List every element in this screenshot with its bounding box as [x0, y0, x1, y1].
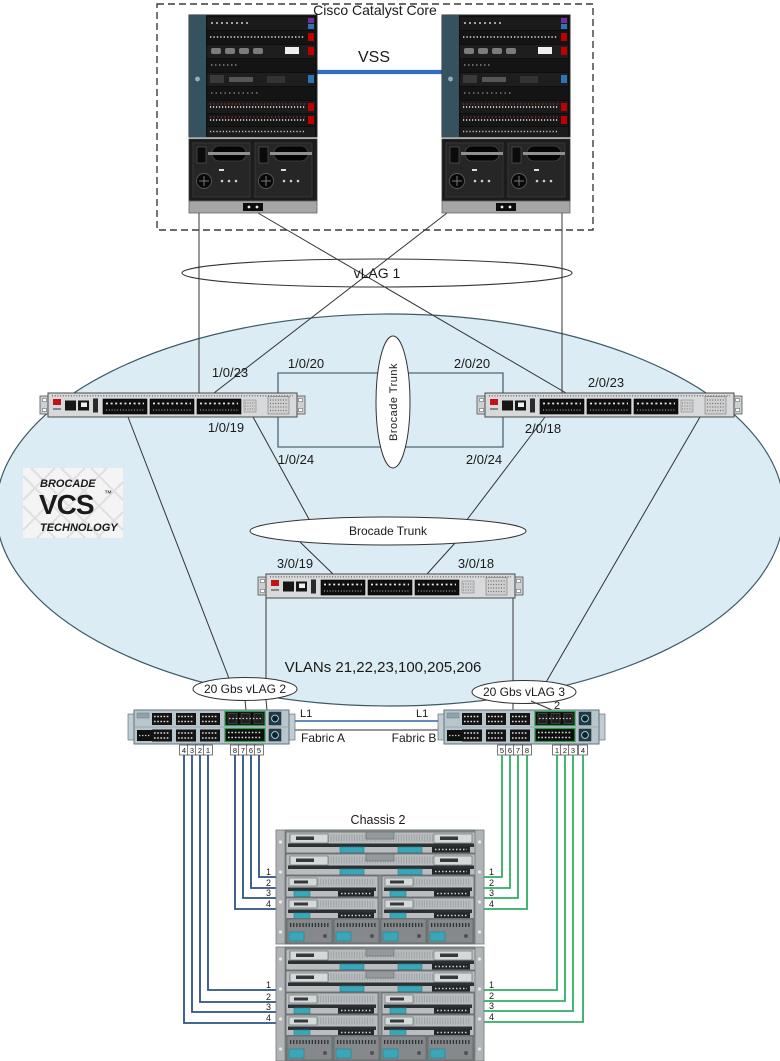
green-cables-fabric-b — [484, 755, 584, 1023]
port-label-3-0-18: 3/0/18 — [458, 556, 494, 571]
vlag-downlinks — [244, 699, 553, 711]
blade-chassis-1 — [276, 830, 484, 944]
port-label-1-0-24: 1/0/24 — [278, 452, 314, 467]
logo-vcs-text: VCS — [39, 489, 94, 520]
fabric-a-l1-label: L1 — [300, 708, 312, 720]
core-boundary-box — [156, 3, 594, 231]
port-label-2-0-18: 2/0/18 — [525, 421, 561, 436]
svg-text:2: 2 — [266, 878, 271, 888]
vss-label: VSS — [358, 49, 390, 66]
fabric-a-port-numbers: 4 3 2 1 8 7 6 5 — [179, 744, 264, 756]
trunk-diagonal-links — [127, 416, 701, 685]
vlag1-label: vLAG 1 — [354, 265, 401, 281]
svg-text:6: 6 — [508, 746, 512, 755]
fabric-b-l1-label: L1 — [416, 708, 428, 720]
svg-text:4: 4 — [489, 1012, 494, 1022]
fabric-b-port-numbers: 5 6 7 8 1 2 3 4 — [497, 744, 588, 756]
svg-text:2: 2 — [489, 878, 494, 888]
fabric-b-label: Fabric B — [392, 731, 437, 745]
blue-cables-fabric-a — [183, 755, 276, 1024]
svg-text:3: 3 — [489, 1001, 494, 1011]
core-switch-2 — [441, 14, 571, 214]
brocade-trunk-horizontal-ellipse — [249, 516, 527, 546]
svg-text:3: 3 — [266, 1002, 271, 1012]
svg-text:1: 1 — [489, 980, 494, 990]
chassis2-label: Chassis 2 — [351, 813, 406, 827]
svg-text:2: 2 — [489, 991, 494, 1001]
brocade-trunk-vertical-label: Brocade Trunk — [388, 363, 400, 441]
svg-text:3: 3 — [190, 746, 194, 755]
brocade-vcs-logo: BROCADE VCS ™ TECHNOLOGY — [22, 467, 124, 539]
svg-text:1: 1 — [489, 867, 494, 877]
svg-text:2: 2 — [563, 746, 567, 755]
blade-chassis-2 — [276, 947, 484, 1061]
svg-text:1: 1 — [266, 867, 271, 877]
port-label-1-0-23: 1/0/23 — [212, 365, 248, 380]
brocade-trunk-horizontal-label: Brocade Trunk — [349, 524, 428, 538]
vlag3-label: 20 Gbs vLAG 3 — [483, 685, 565, 699]
brocade-trunk-links-top — [277, 372, 504, 448]
svg-text:3: 3 — [266, 888, 271, 898]
port-label-2-0-23: 2/0/23 — [588, 375, 624, 390]
vlag1-ellipse — [181, 258, 573, 288]
svg-text:2: 2 — [266, 992, 271, 1002]
svg-text:3: 3 — [571, 746, 575, 755]
fabric-interconnect-b — [438, 710, 605, 744]
svg-text:7: 7 — [241, 746, 245, 755]
blade-link-numbers: 1 2 3 4 1 2 3 4 1 2 3 4 1 2 3 4 — [266, 867, 494, 1023]
logo-brocade-text: BROCADE — [40, 478, 96, 490]
svg-text:4: 4 — [266, 899, 271, 909]
port-label-1-0-20: 1/0/20 — [288, 356, 324, 371]
svg-text:4: 4 — [581, 746, 585, 755]
logo-tm-text: ™ — [104, 489, 112, 498]
svg-text:6: 6 — [249, 746, 253, 755]
svg-text:2: 2 — [198, 746, 202, 755]
port2-label: 2 — [554, 700, 560, 712]
svg-text:1: 1 — [266, 980, 271, 990]
svg-text:5: 5 — [257, 746, 261, 755]
vlag2-label: 20 Gbs vLAG 2 — [204, 682, 286, 696]
brocade-trunk-vertical-ellipse — [375, 335, 411, 469]
port-label-2-0-24: 2/0/24 — [466, 452, 502, 467]
svg-text:5: 5 — [500, 746, 504, 755]
vdx-switch-3 — [258, 574, 523, 598]
svg-text:4: 4 — [266, 1013, 271, 1023]
core-title: Cisco Catalyst Core — [313, 2, 437, 18]
vdx-switch-2 — [477, 393, 742, 417]
svg-text:7: 7 — [516, 746, 520, 755]
svg-text:4: 4 — [489, 899, 494, 909]
svg-text:8: 8 — [525, 746, 529, 755]
svg-text:1: 1 — [206, 746, 210, 755]
port-label-1-0-19: 1/0/19 — [208, 420, 244, 435]
vlans-label: VLANs 21,22,23,100,205,206 — [285, 659, 482, 676]
svg-text:8: 8 — [233, 746, 237, 755]
vdx-switch-1 — [40, 393, 305, 417]
vlag3-ellipse — [471, 680, 577, 704]
core-switch-1 — [188, 14, 318, 214]
port-label-3-0-19: 3/0/19 — [277, 556, 313, 571]
port-label-2-0-20: 2/0/20 — [454, 356, 490, 371]
core-vlag1-links — [198, 212, 567, 394]
logo-technology-text: TECHNOLOGY — [40, 522, 119, 534]
svg-text:3: 3 — [489, 888, 494, 898]
svg-text:1: 1 — [555, 746, 559, 755]
svg-text:4: 4 — [182, 746, 186, 755]
fabric-interconnect-a — [128, 710, 295, 744]
fabric-a-label: Fabric A — [301, 731, 345, 745]
